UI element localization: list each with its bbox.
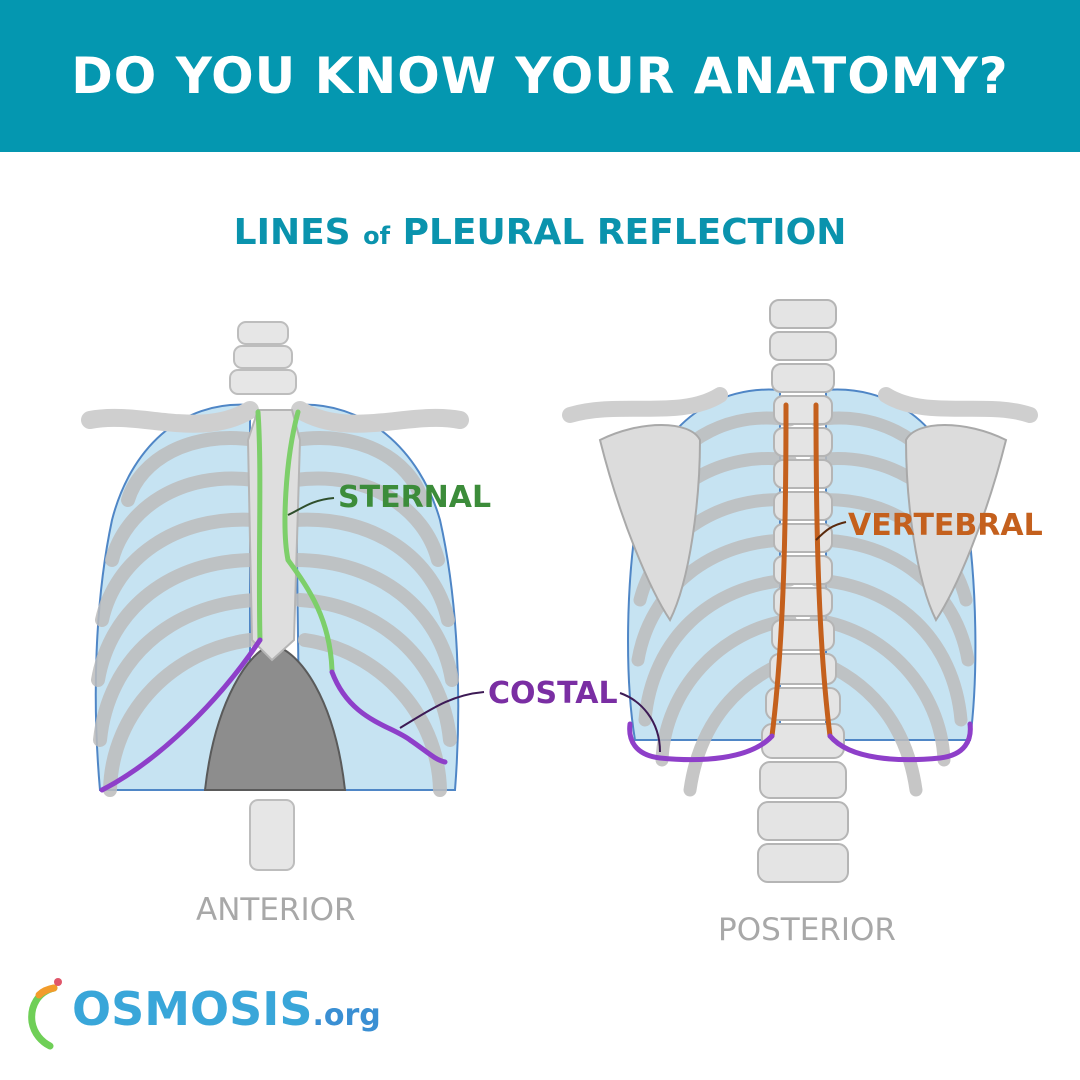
vertebra [771,363,835,393]
rib [288,431,429,507]
vertebra [773,395,833,425]
rib [631,533,797,667]
lumbar-vertebra [249,799,295,871]
rib [288,512,455,627]
anterior-ribcage [81,321,469,871]
rib [638,573,797,727]
cervical-vertebra [233,345,293,369]
vertebral-leader-line [815,521,847,541]
right-clavicle-posterior [562,387,728,423]
rib [93,593,262,747]
costal-line-left [329,669,448,765]
vertebra [769,299,837,329]
costal-line-posterior-right [627,721,775,763]
costal-line-posterior-left [827,721,973,763]
vertebra [773,459,833,489]
right-scapula [598,424,702,622]
vertebra [757,801,849,841]
left-scapula [904,424,1008,622]
costal-label: COSTAL [488,676,618,711]
sternal-line-left [282,409,335,673]
vertebral-label: VERTEBRAL [848,508,1043,543]
sternal-leader-line [287,497,335,516]
rib [293,593,457,747]
osmosis-logo: OSMOSIS.org [24,976,381,1056]
osmosis-logo-mark [28,978,62,1050]
cervical-vertebra [229,369,297,395]
cervical-vertebra [237,321,289,345]
right-clavicle [81,401,259,433]
sternal-line-right [255,409,263,643]
osmosis-logo-text: OSMOSIS.org [72,982,381,1036]
banner-title: DO YOU KNOW YOUR ANATOMY? [71,47,1009,105]
costal-line-right [99,637,263,793]
rib [288,553,459,687]
vertebral-line-left [813,402,833,739]
sternal-label: STERNAL [338,480,492,515]
vertebra [757,843,849,883]
subtitle-part-lines: LINES [233,212,364,253]
subtitle-part-pleural: PLEURAL REFLECTION [390,212,847,253]
rib [655,613,797,767]
anterior-view-label: ANTERIOR [196,892,356,928]
vertebra [769,653,837,685]
subtitle-part-of: of [363,222,391,250]
rib [103,633,257,797]
rib [809,533,975,667]
header-banner: DO YOU KNOW YOUR ANATOMY? [0,0,1080,152]
vertebra [769,331,837,361]
rib [91,553,262,687]
rib [809,613,951,767]
left-clavicle-posterior [878,387,1038,423]
rib [95,512,262,627]
rib [809,573,968,727]
posterior-ribcage [562,299,1038,883]
page-subtitle: LINES of PLEURAL REFLECTION [0,212,1080,253]
rib [105,471,262,567]
logo-name: OSMOSIS [72,982,313,1036]
posterior-view-label: POSTERIOR [718,912,896,948]
vertebra [759,761,847,799]
vertebra [765,687,841,721]
vertebra [761,723,845,759]
vertebra [773,427,833,457]
left-clavicle [291,401,469,433]
rib [121,431,262,507]
costal-leader-line-posterior [619,692,661,753]
vertebral-line-right [769,402,789,739]
costal-leader-line-anterior [399,691,485,729]
logo-suffix: .org [312,998,381,1033]
rib [288,471,445,567]
